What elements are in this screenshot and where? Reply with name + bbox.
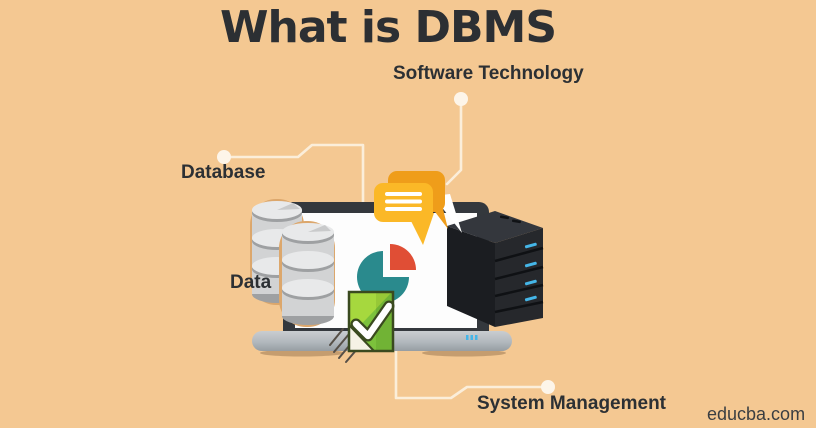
checkmark — [352, 302, 393, 340]
speech-bubble-text-lines — [385, 192, 422, 211]
connector-lines — [217, 92, 555, 400]
pie-main-slice — [357, 251, 409, 303]
laptop-base-port-lights — [466, 335, 478, 340]
server-top-face — [447, 211, 543, 243]
checkmark-box-icon — [329, 290, 395, 363]
server-side-face — [495, 228, 543, 327]
cylinder-stack-right — [282, 223, 334, 325]
page-title: What is DBMS — [219, 2, 557, 53]
label-data: Data — [230, 272, 272, 293]
database-connector-line — [229, 143, 365, 204]
pie-chart-icon — [357, 244, 416, 303]
server-led-lights — [524, 242, 537, 302]
watermark-educba: educba.com — [707, 404, 806, 424]
software-technology-connector-line — [445, 104, 463, 186]
connector-dot — [541, 380, 555, 394]
connector-dot — [454, 92, 468, 106]
database-cylinders-icon — [250, 199, 335, 327]
server-front-face — [447, 226, 495, 327]
system-management-connector-line — [394, 348, 543, 400]
label-system-management: System Management — [477, 393, 667, 414]
label-database: Database — [181, 162, 266, 183]
pie-exploded-slice — [390, 244, 416, 270]
label-software-technology: Software Technology — [393, 63, 584, 84]
connector-dot — [217, 150, 231, 164]
speech-bubble-icon — [374, 171, 462, 245]
server-tower-icon — [447, 211, 544, 327]
